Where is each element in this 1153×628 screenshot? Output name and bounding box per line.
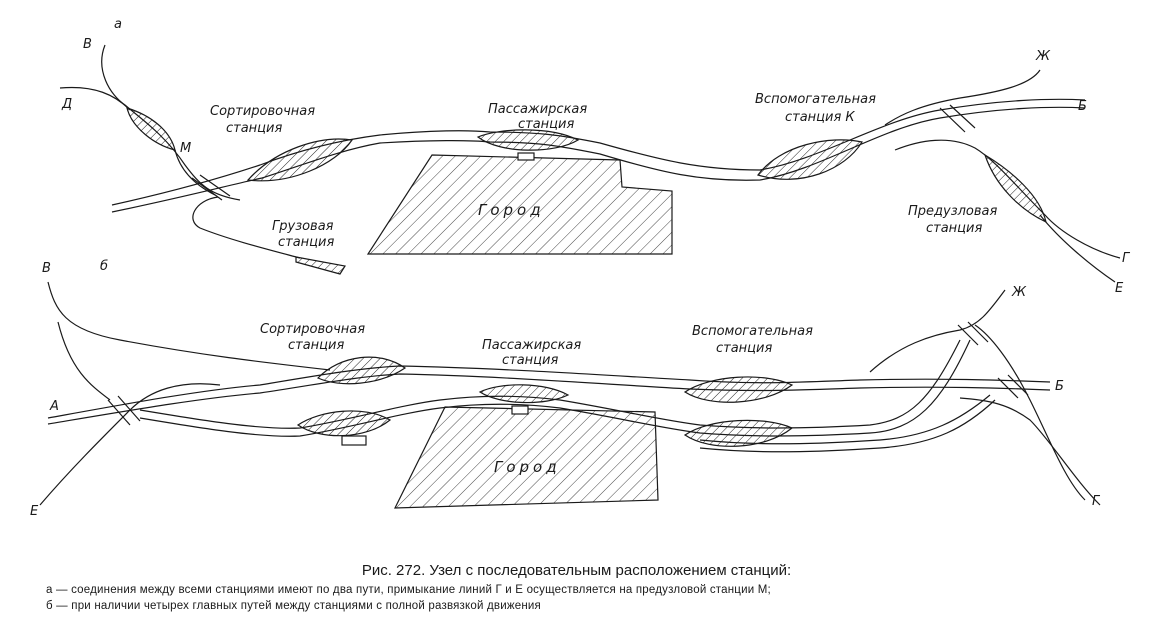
- bridge-a-left: [191, 174, 231, 201]
- line-label-b-a: Б: [1078, 99, 1087, 114]
- line-e-a: [1039, 214, 1116, 283]
- line-v-b: [47, 281, 331, 371]
- passenger-station-a-label-1: Пассажирская: [488, 102, 587, 117]
- freight-station-a-label-1: Грузовая: [272, 219, 334, 234]
- line-label-v-b: В: [42, 261, 51, 276]
- freight-spur-a: [192, 196, 301, 259]
- line-label-v-a: В: [83, 37, 92, 52]
- line-label-zh-a: Ж: [1035, 49, 1051, 64]
- sorting-station-a-label-1: Сортировочная: [210, 104, 315, 119]
- sorting-station-b-label-1: Сортировочная: [260, 322, 365, 337]
- main-track-b-4: [139, 339, 971, 437]
- passenger-station-b-yard: [478, 384, 570, 404]
- station-building-a: [517, 152, 535, 161]
- bridge-b-right-2: [997, 374, 1029, 399]
- sorting-station-a-yard: [246, 138, 354, 182]
- freight-station-a-yard: [295, 256, 346, 275]
- auxiliary-station-b-yard-lower: [683, 419, 794, 447]
- track-b-6: [699, 399, 996, 453]
- line-label-g-b: Г: [1092, 494, 1101, 509]
- city-label-a: Город: [478, 201, 545, 219]
- sorting-station-b-lower-yard: [296, 410, 392, 437]
- prejunction-station-a-label-2: станция: [926, 221, 982, 236]
- main-track-b-1: [47, 365, 1051, 419]
- line-label-zh-b: Ж: [1011, 285, 1027, 300]
- auxiliary-station-b-label-2: станция: [716, 341, 772, 356]
- passenger-station-a-yard: [476, 129, 580, 151]
- line-label-e-b: Е: [30, 504, 39, 519]
- freight-building-b: [341, 435, 367, 446]
- freight-station-a-label-2: станция: [278, 235, 334, 250]
- line-label-a-b: А: [49, 399, 59, 414]
- figure-caption-line-a: а — соединения между всеми станциями име…: [46, 584, 771, 596]
- line-d-a: [59, 86, 131, 111]
- line-label-e-a: Е: [1115, 281, 1124, 296]
- auxiliary-station-b-label-1: Вспомогательная: [692, 324, 813, 339]
- line-label-b-b: Б: [1055, 379, 1064, 394]
- auxiliary-station-b-yard-upper: [683, 376, 794, 403]
- figure-caption-line-b: б — при наличии четырех главных путей ме…: [46, 600, 541, 612]
- bridge-a-right: [939, 104, 976, 133]
- auxiliary-station-a-yard: [757, 139, 863, 180]
- sorting-station-b-label-2: станция: [288, 338, 344, 353]
- bridge-b-left: [107, 395, 141, 426]
- main-track-b-2: [47, 373, 1051, 425]
- sorting-station-a-label-2: станция: [226, 121, 282, 136]
- auxiliary-station-a-label-1: Вспомогательная: [755, 92, 876, 107]
- line-g-b: [974, 324, 1086, 501]
- station-building-b: [511, 405, 529, 415]
- panel-letter-a: а: [114, 17, 122, 32]
- figure-caption-title: Рис. 272. Узел с последовательным распол…: [361, 562, 792, 579]
- sorting-station-b-yard: [316, 356, 407, 385]
- line-label-g-a: Г: [1122, 251, 1131, 266]
- passenger-station-b-label-1: Пассажирская: [482, 338, 581, 353]
- auxiliary-station-a-label-2: станция К: [785, 110, 855, 125]
- bridge-b-right-1: [957, 321, 989, 346]
- line-g-b-2: [959, 397, 1101, 506]
- line-d-a-2: [174, 149, 216, 196]
- line-v-a: [101, 44, 241, 201]
- diagram-a: [59, 44, 1121, 283]
- passenger-station-b-label-2: станция: [502, 353, 558, 368]
- line-e-b: [39, 383, 221, 506]
- panel-letter-b: б: [100, 259, 108, 274]
- line-label-d-a: Д: [61, 97, 72, 112]
- passenger-station-a-label-2: станция: [518, 117, 574, 132]
- city-label-b: Город: [494, 458, 561, 476]
- prejunction-station-a-label-1: Предузловая: [908, 204, 998, 219]
- line-g-a: [894, 139, 1121, 259]
- city-block-b: [394, 406, 659, 509]
- junction-label-m: М: [180, 141, 191, 156]
- diagram-b: [39, 281, 1101, 509]
- line-v-b-2: [57, 321, 111, 401]
- line-zh-a: [884, 69, 1041, 126]
- main-track-b-3: [139, 339, 961, 429]
- line-zh-b: [869, 289, 1006, 373]
